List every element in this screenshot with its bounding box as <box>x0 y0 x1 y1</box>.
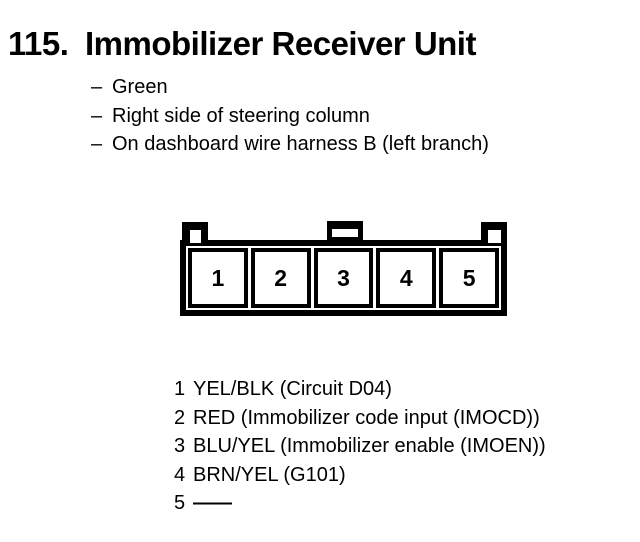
page-title: Immobilizer Receiver Unit <box>85 25 476 62</box>
detail-item-color: – Green <box>91 73 489 102</box>
bullet-dash: – <box>91 76 103 98</box>
pin-cavity-3: 3 <box>313 248 374 308</box>
detail-text: On dashboard wire harness B (left branch… <box>112 133 489 155</box>
pin-description: YEL/BLK (Circuit D04) <box>193 378 392 400</box>
bullet-dash: – <box>91 104 103 127</box>
bullet-dash: – <box>91 133 103 155</box>
connector-mount-tab-left <box>182 222 208 246</box>
pin-cavity-2: 2 <box>250 248 311 308</box>
tab-hole <box>190 230 201 243</box>
pin-number: 3 <box>174 435 186 458</box>
detail-item-location: – Right side of steering column <box>91 102 489 131</box>
pin-cavity-5: 5 <box>439 248 499 308</box>
tab-hole <box>488 230 501 243</box>
pin-description: BRN/YEL (G101) <box>193 463 346 486</box>
section-header: 115. Immobilizer Receiver Unit <box>8 26 476 62</box>
connector-diagram: 1 2 3 4 5 <box>180 221 507 316</box>
pinout-row: 2 RED (Immobilizer code input (IMOCD)) <box>174 404 546 433</box>
connector-details-list: – Green – Right side of steering column … <box>91 73 489 159</box>
pinout-row: 1 YEL/BLK (Circuit D04) <box>174 375 546 404</box>
detail-item-harness: – On dashboard wire harness B (left bran… <box>91 130 489 159</box>
section-number: 115. <box>8 25 69 62</box>
pin-cavity-4: 4 <box>376 248 437 308</box>
connector-mount-tab-right <box>481 222 507 246</box>
latch-slot <box>332 229 358 237</box>
pinout-row: 3 BLU/YEL (Immobilizer enable (IMOEN)) <box>174 432 546 461</box>
pin-number: 2 <box>174 406 186 429</box>
pin-cavity-1: 1 <box>188 248 248 308</box>
pin-number: 4 <box>174 463 186 486</box>
pin-description: RED (Immobilizer code input (IMOCD)) <box>193 406 540 429</box>
pin-description: BLU/YEL (Immobilizer enable (IMOEN)) <box>193 435 546 458</box>
pin-number: 1 <box>174 378 186 400</box>
pin-description-no-connection: —— <box>193 492 232 515</box>
pinout-row: 5 —— <box>174 489 546 518</box>
detail-text: Right side of steering column <box>112 104 370 127</box>
pinout-list: 1 YEL/BLK (Circuit D04) 2 RED (Immobiliz… <box>174 375 546 518</box>
pin-number: 5 <box>174 492 186 515</box>
detail-text: Green <box>112 76 168 98</box>
connector-latch <box>327 221 363 246</box>
pinout-row: 4 BRN/YEL (G101) <box>174 461 546 490</box>
